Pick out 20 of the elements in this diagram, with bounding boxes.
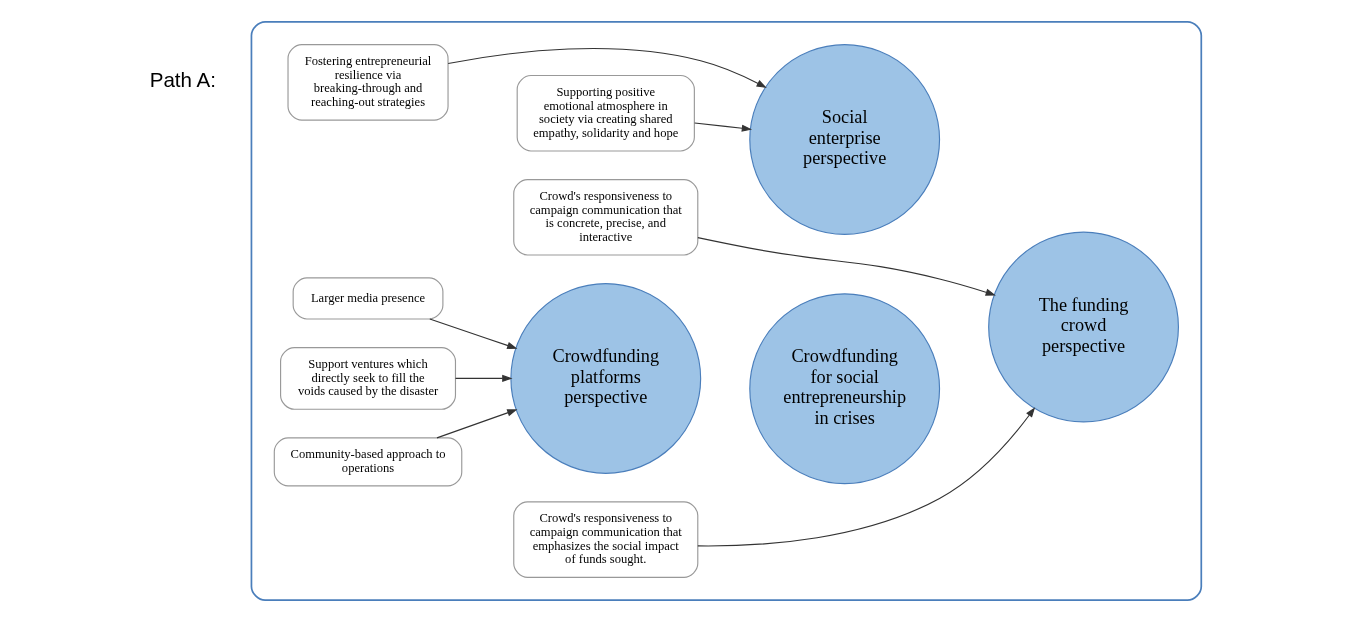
arrow [429, 318, 518, 349]
node-circle: Crowdfunding for social entrepreneurship in crises [749, 293, 941, 485]
node-box: Supporting positive emotional atmosphere in society via creating shared empathy, solidarity and hope [516, 74, 695, 152]
node-box: Fostering entrepreneurial resilience via breaking-through and reaching-out strategies [287, 44, 449, 121]
arrow [694, 122, 753, 132]
node-circle: Crowdfunding platforms perspective [510, 283, 702, 474]
label: Path A: [149, 68, 217, 92]
node-circle: The funding crowd perspective [988, 231, 1179, 423]
node-box: Support ventures which directly seek to fill the voids caused by the disaster [280, 347, 457, 410]
node-box: Crowd's responsiveness to campaign communication that is concrete, precise, and interactive [513, 179, 699, 256]
arrow [697, 407, 1036, 547]
node-box: Community-based approach to operations [273, 437, 463, 487]
node-box: Larger media presence [292, 277, 444, 320]
arrow [436, 409, 518, 439]
node-circle: Social enterprise perspective [749, 44, 941, 235]
arrow [454, 374, 513, 383]
node-box: Crowd's responsiveness to campaign communication that emphasizes the social impact of funds sought. [513, 501, 699, 578]
arrow [447, 47, 767, 88]
cluster [250, 20, 1203, 602]
arrow [697, 237, 996, 296]
